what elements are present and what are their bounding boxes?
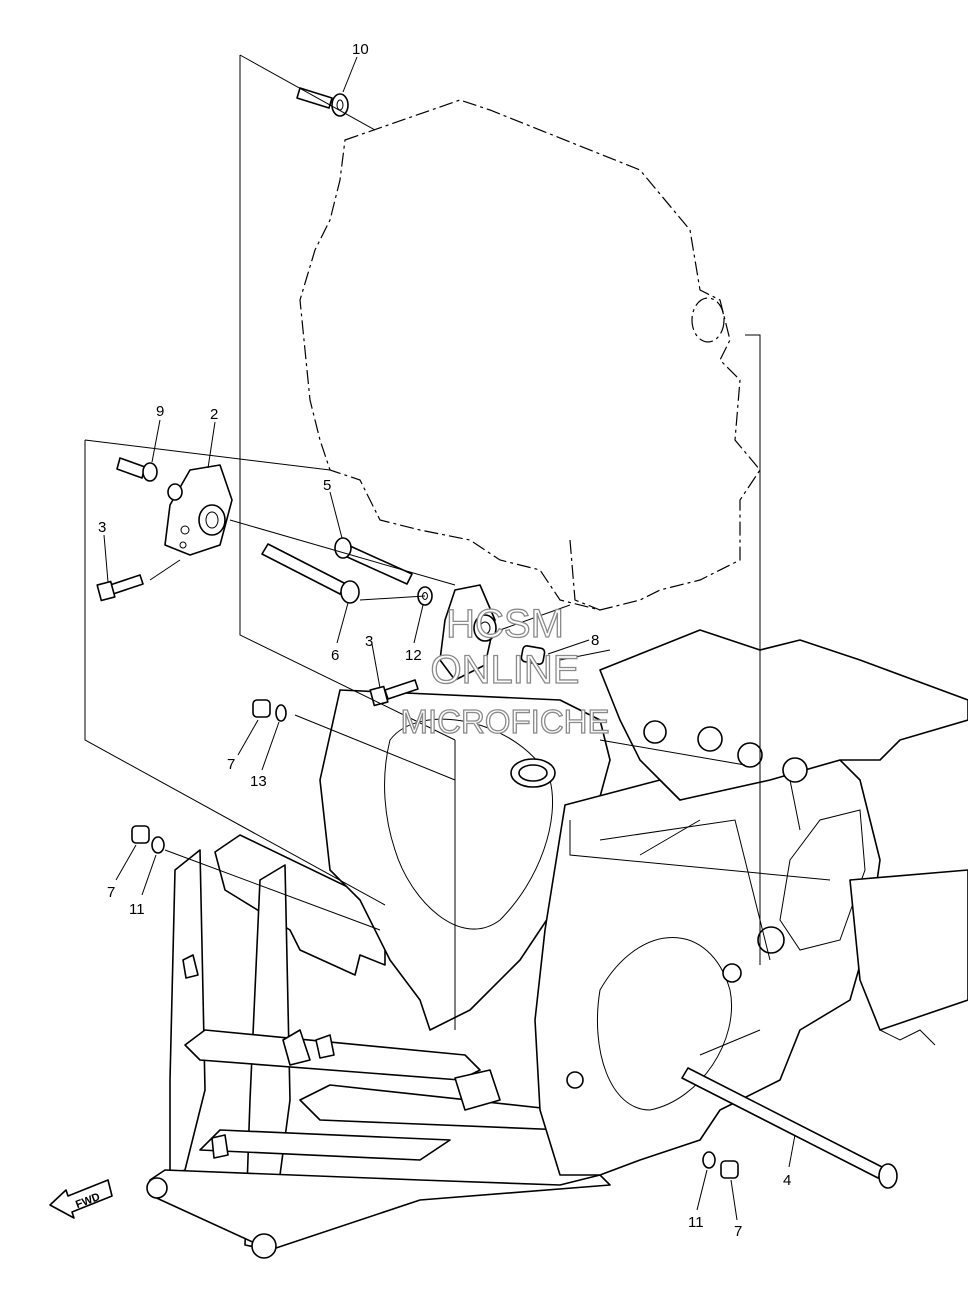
- callout-3-right: 3: [365, 633, 373, 650]
- watermark: HCSM ONLINE MICROFICHE: [400, 601, 610, 740]
- through-bolt-6: [261, 543, 360, 604]
- callout-7-right: 7: [734, 1223, 742, 1240]
- watermark-line-1: HCSM: [446, 602, 564, 646]
- nut-7-upper: [252, 699, 271, 718]
- nut-7-right: [720, 1160, 739, 1179]
- callout-5: 5: [323, 477, 331, 494]
- callout-11-right: 11: [688, 1214, 704, 1231]
- frame: [146, 629, 968, 1259]
- through-bolt-4: [681, 1067, 898, 1189]
- engine-bracket-2: [164, 464, 233, 556]
- callout-4: 4: [783, 1172, 791, 1189]
- callout-7-left: 7: [107, 884, 115, 901]
- bolt-3-left: [96, 574, 144, 602]
- callout-10: 10: [352, 41, 369, 58]
- callout-2: 2: [210, 406, 218, 423]
- callout-6: 6: [331, 647, 339, 664]
- washer-13: [275, 704, 287, 722]
- callout-12: 12: [405, 647, 422, 664]
- bolt-9: [116, 457, 158, 482]
- washer-11-right: [702, 1151, 716, 1169]
- engine-outline: [299, 99, 761, 611]
- engine-bracket-rear: [439, 584, 497, 681]
- callout-9: 9: [156, 403, 164, 420]
- watermark-line-2: ONLINE: [431, 648, 580, 692]
- leader-lines: [103, 56, 796, 1221]
- through-bolt-5: [334, 537, 413, 585]
- nut-7-left: [131, 825, 150, 844]
- flange-bolt-10: [296, 87, 349, 117]
- callout-3-left: 3: [98, 519, 106, 536]
- callout-13: 13: [250, 773, 267, 790]
- forward-direction-arrow: FWD: [49, 1179, 113, 1219]
- callout-11-left: 11: [129, 901, 145, 918]
- watermark-line-3: MICROFICHE: [401, 703, 610, 740]
- callout-7-upper: 7: [227, 756, 235, 773]
- washer-11-left: [151, 836, 165, 854]
- callout-8: 8: [591, 632, 599, 649]
- assembly-lines: [84, 54, 831, 1056]
- callout-numbers: 10 9 2 3 5 6 12 3 8 7 13 7 11 4 11 7: [98, 41, 791, 1240]
- nut-8: [520, 645, 546, 665]
